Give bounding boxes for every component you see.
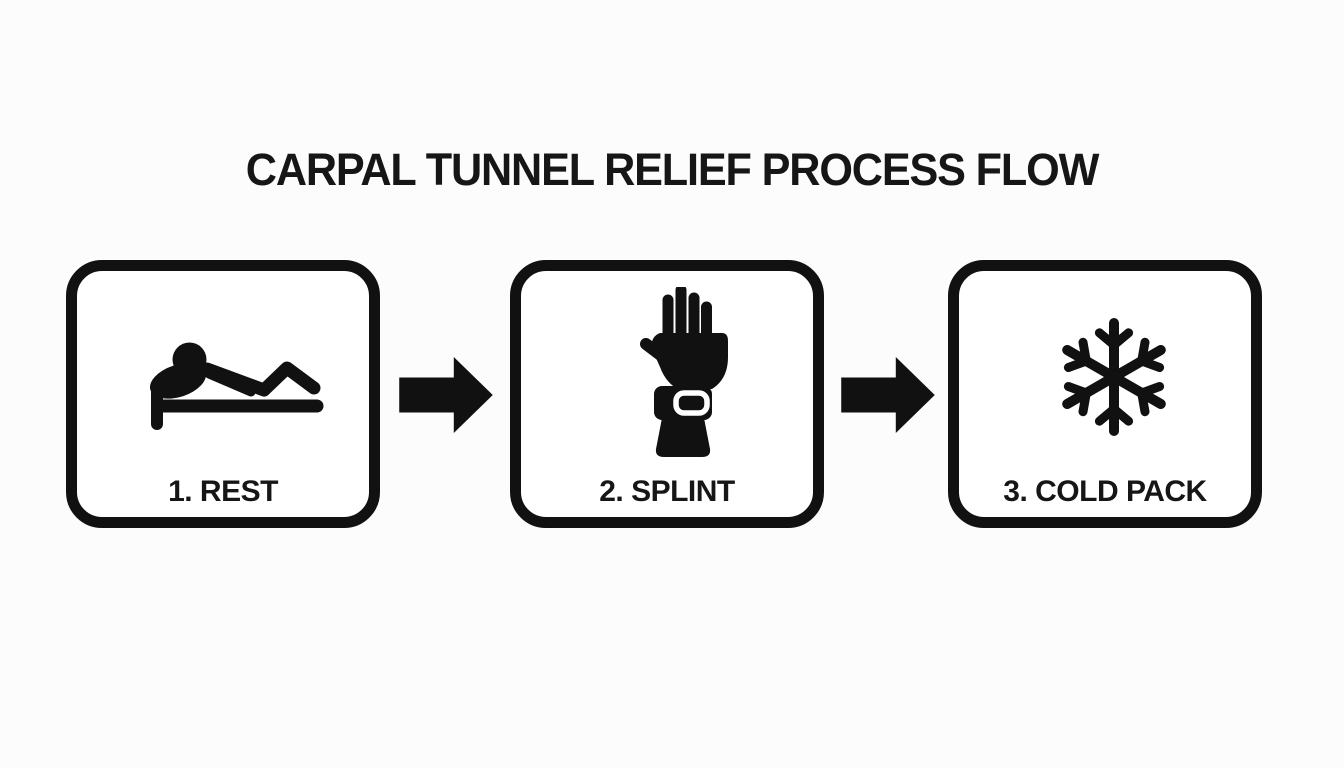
step-box-cold-pack: 3. COLD PACK <box>948 260 1262 528</box>
step-label-splint: 2. SPLINT <box>599 475 735 508</box>
arrow-right-icon <box>398 357 494 433</box>
snowflake-icon <box>1061 315 1167 439</box>
step-label-cold-pack: 3. COLD PACK <box>1003 475 1207 508</box>
step-box-splint: 2. SPLINT <box>510 260 824 528</box>
wrist-splint-icon <box>636 287 748 459</box>
diagram-title: CARPAL TUNNEL RELIEF PROCESS FLOW <box>245 144 1100 195</box>
person-resting-icon <box>146 331 326 431</box>
step-box-rest: 1. REST <box>66 260 380 528</box>
arrow-right-icon <box>840 357 936 433</box>
step-label-rest: 1. REST <box>168 475 278 508</box>
